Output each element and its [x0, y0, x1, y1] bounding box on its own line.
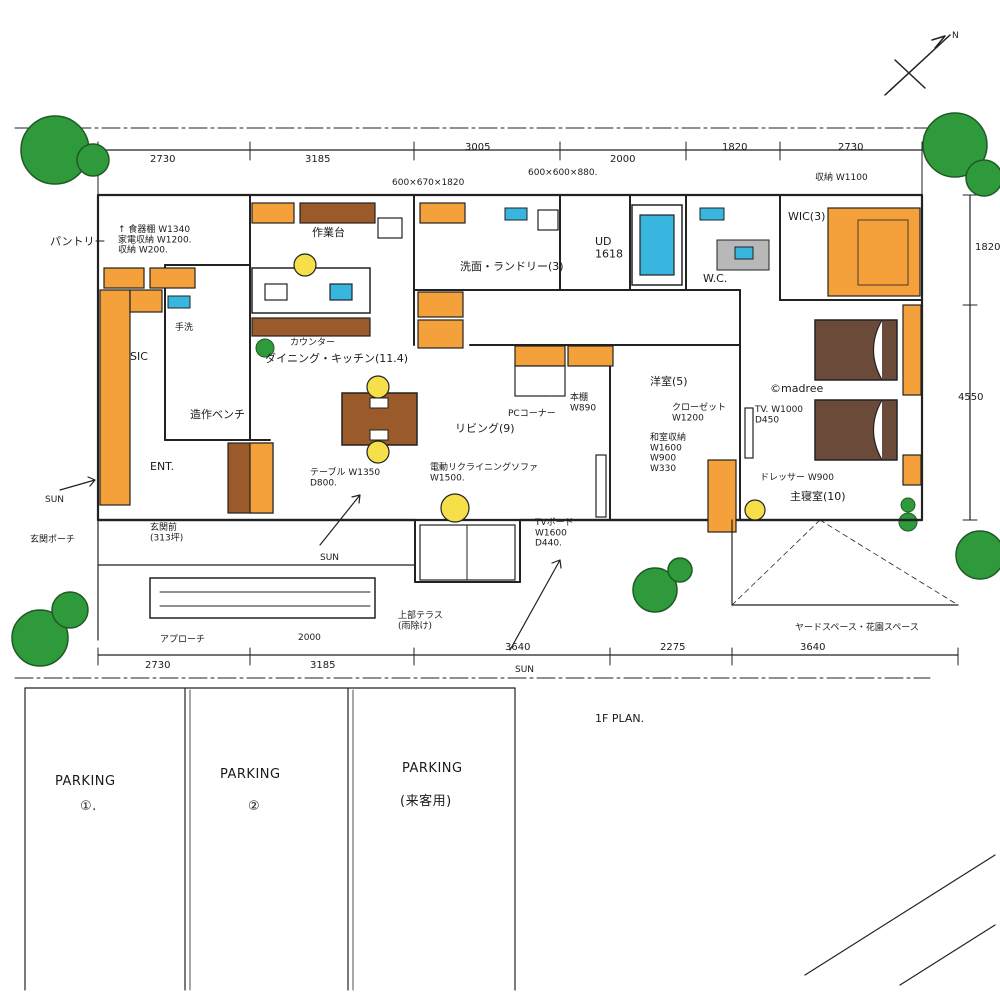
dim-bottom-3: 3640 — [505, 642, 530, 653]
parking-lines — [24, 687, 996, 991]
label-upper-deck: 上部テラス(雨除け) — [398, 609, 443, 631]
dim-top-1: 2730 — [150, 154, 175, 165]
label-kitchen: ダイニング・キッチン(11.4) — [265, 351, 408, 365]
dim-top-3: 3005 — [465, 142, 490, 153]
parking-2-number: ② — [248, 799, 260, 814]
label-wash-laundry: 洗面・ランドリー(3) — [460, 260, 564, 273]
north-arrow-icon: N — [884, 31, 959, 96]
tree-icon — [20, 115, 110, 185]
label-sun-3: SUN — [515, 665, 534, 675]
parking-2-label: PARKING — [220, 767, 281, 782]
dim-bottom-5: 3640 — [800, 642, 825, 653]
tree-icon — [955, 530, 1000, 580]
label-sic: SIC — [130, 350, 148, 363]
tree-icon — [632, 557, 693, 613]
dining-table — [341, 375, 418, 464]
bed — [814, 319, 898, 461]
dimension-line-right — [962, 194, 978, 521]
toilet-icon — [716, 239, 770, 271]
label-living: リビング(9) — [455, 421, 515, 435]
parking-1-label: PARKING — [55, 774, 116, 789]
entrance-steps — [97, 519, 416, 641]
yard-area — [731, 519, 959, 606]
dimension-line-bottom — [14, 647, 959, 679]
label-youshitsu: 洋室(5) — [650, 374, 688, 388]
fridge-spec: 600×670×1820 — [392, 178, 465, 188]
dim-top-5: 1820 — [722, 142, 747, 153]
label-wc: W.C. — [703, 272, 727, 285]
dim-top-2: 3185 — [305, 154, 330, 165]
label-dim-slab: 2000 — [298, 633, 321, 643]
dim-bottom-1: 2730 — [145, 660, 170, 671]
label-bench: 造作ベンチ — [190, 407, 245, 421]
sink-icon — [167, 207, 725, 309]
watermark: ©madree — [770, 382, 823, 395]
kitchen-counter — [251, 267, 371, 337]
label-sun-1: SUN — [45, 495, 64, 505]
bathtub — [631, 204, 683, 286]
terrace-deck — [419, 524, 516, 581]
parking-1-number: ①. — [80, 799, 97, 814]
label-sun-2: SUN — [320, 553, 339, 563]
washer-icon — [377, 209, 559, 239]
parking-3-sub: (来客用) — [400, 793, 452, 809]
dim-bottom-2: 3185 — [310, 660, 335, 671]
tree-icon — [922, 112, 1000, 197]
label-tearai: 手洗 — [175, 321, 193, 333]
pc-desk — [514, 365, 566, 397]
label-yard: ヤードスペース・花園スペース — [795, 621, 919, 633]
washer-spec: 600×600×880. — [528, 168, 597, 178]
cabinetry — [99, 202, 922, 533]
tv-board — [595, 407, 754, 518]
parking-3-label: PARKING — [402, 761, 463, 776]
plan-title: 1F PLAN. — [595, 712, 644, 725]
label-pantry: パントリー — [50, 235, 106, 248]
sun-arrow-icon — [59, 476, 562, 651]
label-counter: カウンター — [290, 337, 335, 348]
shrub-icon — [255, 338, 918, 532]
interior-walls — [164, 194, 923, 521]
dim-bottom-4: 2275 — [660, 642, 685, 653]
north-label: N — [952, 31, 959, 41]
label-wic: WIC(3) — [788, 210, 825, 223]
tree-icon — [11, 591, 89, 667]
label-ent: ENT. — [150, 460, 174, 473]
label-genkan-mae: 玄関前(313坪) — [150, 521, 183, 543]
label-approach: アプローチ — [160, 634, 205, 645]
label-genkan-porch: 玄関ポーチ — [30, 533, 75, 545]
dim-right-1: 1820 — [975, 242, 1000, 253]
dim-top-6: 2730 — [838, 142, 863, 153]
label-work-counter: 作業台 — [312, 225, 345, 239]
label-master-bed: 主寝室(10) — [790, 489, 846, 503]
dim-top-4: 2000 — [610, 154, 635, 165]
dim-right-2: 4550 — [958, 392, 983, 403]
label-storage-top: 収納 W1100 — [815, 171, 868, 183]
label-pc-corner: PCコーナー — [508, 408, 556, 419]
label-dresser: ドレッサー W900 — [760, 472, 834, 483]
